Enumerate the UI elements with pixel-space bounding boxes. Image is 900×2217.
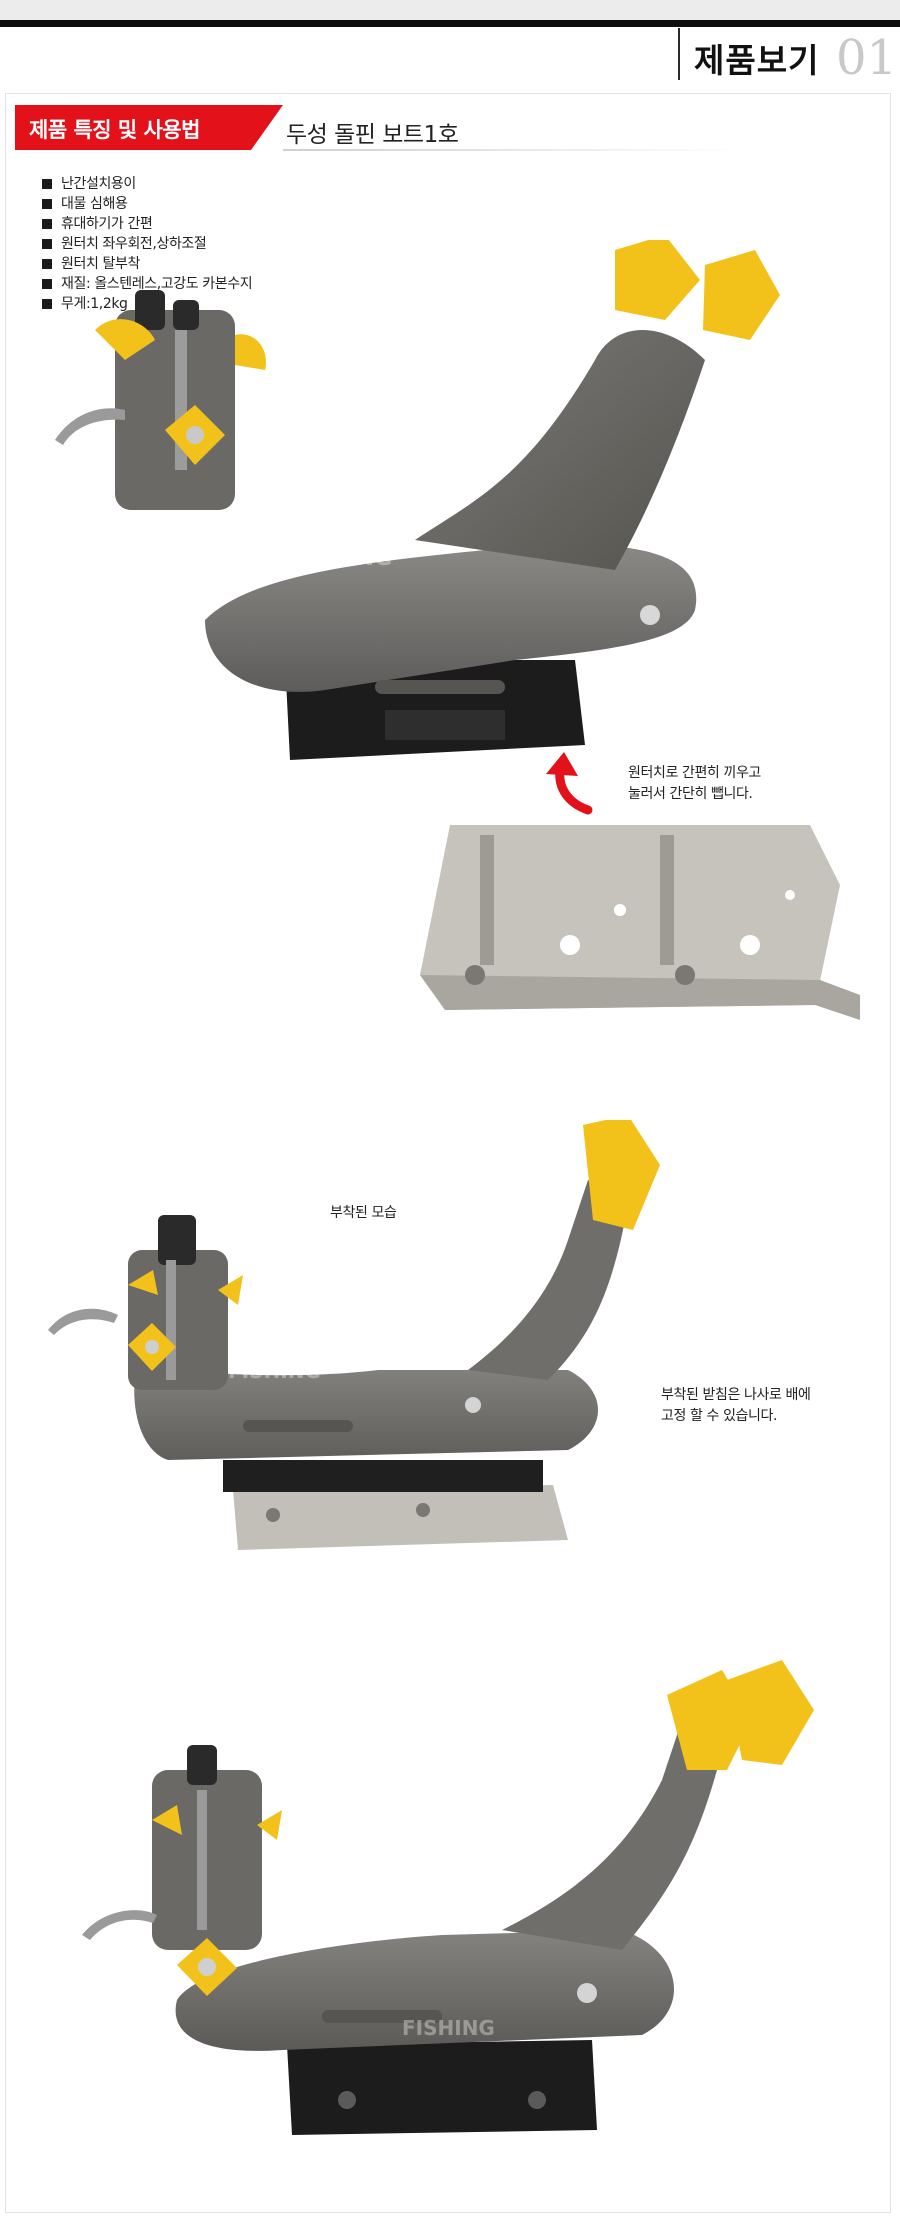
feature-text: 무게:1,2kg [61,296,128,312]
feature-item: 휴대하기가 간편 [42,214,252,234]
feature-text: 원터치 좌우회전,상하조절 [61,236,207,252]
feature-item: 대물 심해용 [42,194,252,214]
mounted-note-line1: 부착된 받침은 나사로 배에 [661,1387,811,1403]
top-rule [0,20,900,27]
mounted-note: 부착된 받침은 나사로 배에 고정 할 수 있습니다. [661,1385,811,1427]
feature-item: 원터치 탈부착 [42,254,252,274]
bracket-note-line1: 원터치로 간편히 끼우고 [628,765,761,781]
bracket-note-line2: 눌러서 간단히 뺍니다. [628,786,753,802]
section-badge-label: 제품 특징 및 사용법 [29,118,201,142]
watermark-text: FISHING [228,1359,321,1383]
feature-text: 원터치 탈부착 [61,256,140,272]
square-bullet-icon [42,279,52,289]
curved-arrow-icon [546,752,593,815]
rod-holder-photo-front: FISHING [55,240,780,760]
tab-number: 01 [836,30,898,86]
tab-title: 제품보기 [694,41,820,80]
feature-item: 재질: 올스텐레스,고강도 카본수지 [42,274,253,294]
rod-holder-photo-angled: FISHING [82,1660,814,2135]
section-badge: 제품 특징 및 사용법 [15,105,283,150]
steel-bracket-photo [420,825,860,1020]
bracket-note: 원터치로 간편히 끼우고 눌러서 간단히 뺍니다. [628,763,761,805]
feature-text: 대물 심해용 [61,196,128,212]
feature-text: 휴대하기가 간편 [61,216,153,232]
feature-item: 난간설치용이 [42,174,252,194]
feature-text: 난간설치용이 [61,176,136,192]
product-name: 두성 돌핀 보트1호 [286,122,459,148]
square-bullet-icon [42,199,52,209]
tab-divider [678,28,680,80]
title-underline [283,149,743,151]
square-bullet-icon [42,259,52,269]
feature-list: 난간설치용이 대물 심해용 휴대하기가 간편 원터치 좌우회전,상하조절 원터치… [42,174,253,314]
feature-item: 무게:1,2kg [42,294,252,314]
feature-item: 원터치 좌우회전,상하조절 [42,234,252,254]
watermark-text: FISHING [290,546,392,571]
feature-text: 재질: 올스텐레스,고강도 카본수지 [61,276,253,292]
mounted-note-line2: 고정 할 수 있습니다. [661,1408,778,1424]
rod-holder-photo-mounted: FISHING [48,1120,660,1550]
square-bullet-icon [42,299,52,309]
mounted-title: 부착된 모습 [330,1205,397,1221]
top-strip [0,0,900,22]
square-bullet-icon [42,179,52,189]
watermark-text: FISHING [402,2016,495,2040]
square-bullet-icon [42,239,52,249]
square-bullet-icon [42,219,52,229]
